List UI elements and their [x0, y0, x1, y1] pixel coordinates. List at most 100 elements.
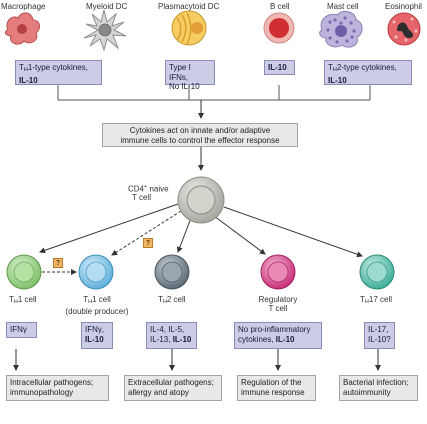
th2-cell-label: TH2 cell: [158, 295, 186, 307]
th1-t: T: [9, 295, 14, 304]
eosinophil-cell-icon: [387, 12, 421, 46]
top-bus-lines: [57, 85, 371, 101]
th1-dp-sub: H: [88, 299, 93, 305]
question-box-th1-to-dp: ?: [53, 258, 63, 268]
treg-cytokine-line1: No pro-inflammatory: [238, 325, 311, 334]
arrow-naive-to-treg: [213, 215, 266, 255]
eosinophil-label: Eosinophil: [385, 2, 422, 11]
th2-outcome-line1: Extracellular pathogens;: [128, 378, 214, 387]
naive-cd4: CD4: [128, 184, 145, 194]
th2-type-cytokines-text: TH2-type cytokines,: [328, 63, 408, 76]
th1-type-il10: IL-10: [19, 75, 38, 85]
cytokines-act-box: Cytokines act on innate and/or adaptive …: [102, 123, 298, 147]
th17-outcome-box: Bacterial infection; autoimmunity: [339, 375, 418, 401]
arrow-naive-to-th1-dp: [111, 210, 182, 256]
th1-outcome-line2: immunopathology: [10, 387, 74, 397]
type-i-ifns-line2: No IL-10: [169, 82, 200, 91]
th1-cytokine-box: IFNγ: [6, 322, 37, 338]
th17-cytokine-box: IL-17, IL-10?: [364, 322, 395, 349]
th2-type-sub: H: [332, 67, 337, 73]
th1-sub: H: [13, 299, 18, 305]
th1-cytokine-text: IFNγ: [10, 325, 27, 334]
treg-outcome-line2: immune response: [241, 387, 305, 397]
naive-t-cell-label-line2: T cell: [132, 193, 151, 202]
myeloid-dc-cell-icon: [83, 9, 127, 52]
th1-outcome-line1: Intracellular pathogens;: [10, 378, 94, 387]
b-cell-il10-box: IL-10: [264, 60, 295, 75]
th1-dp-cytokine-box: IFNγ, IL-10: [81, 322, 113, 349]
th2-type-t: T: [328, 63, 333, 72]
treg-line1: Regulatory: [258, 295, 298, 304]
th2-outcome-box: Extracellular pathogens; allergy and ato…: [124, 375, 222, 401]
treg-cell-icon: [260, 254, 296, 290]
mast-cell-icon: [319, 10, 363, 48]
cytokines-act-line1: Cytokines act on innate and/or adaptive: [129, 126, 271, 135]
th2-sub: H: [162, 299, 167, 305]
plasmacytoid-dc-label: Plasmacytoid DC: [158, 2, 220, 11]
th1-dp-line2: (double producer): [65, 307, 129, 316]
naive-cd4-sup: +: [144, 184, 148, 190]
th2-type-cytokines-box: TH2-type cytokines, IL-10: [324, 60, 412, 85]
th1-type-cytokines-text: TH1-type cytokines,: [19, 63, 98, 76]
th2-cytokine-line2-pre: IL-13,: [150, 334, 173, 344]
macrophage-label: Macrophage: [1, 2, 46, 11]
cytokines-act-line2: immune cells to control the effector res…: [120, 135, 280, 145]
th2-type-il10: IL-10: [328, 75, 347, 85]
th1-type-post: 1-type cytokines,: [27, 63, 88, 72]
th2-cytokine-line2-il10: IL-10: [172, 334, 192, 344]
treg-line2: T cell: [268, 304, 288, 313]
b-cell-icon: [263, 12, 295, 44]
th2-cytokine-box: IL-4, IL-5, IL-13, IL-10: [146, 322, 197, 349]
th17-cell-icon: [359, 254, 395, 290]
th17-sub: H: [364, 299, 369, 305]
myeloid-dc-label: Myeloid DC: [86, 2, 128, 11]
naive-t-cell-label-line1: CD4+ naive: [128, 183, 169, 194]
treg-cytokine-box: No pro-inflammatory cytokines, IL-10: [234, 322, 322, 349]
outcome-arrows: [13, 349, 381, 371]
arrow-naive-to-th2: [176, 217, 192, 253]
macrophage-cell-icon: [4, 12, 41, 45]
th1-type-sub: H: [23, 67, 28, 73]
th17-outcome-line1: Bacterial infection;: [343, 378, 409, 387]
th1-post: 1 cell: [17, 295, 37, 304]
treg-outcome-box: Regulation of the immune response: [237, 375, 316, 401]
type-i-ifns-box: Type I IFNs, No IL-10: [165, 60, 215, 91]
treg-cytokine-line2-il10: IL-10: [275, 334, 295, 344]
b-cell-label: B cell: [270, 2, 290, 11]
th17-t: T: [360, 295, 365, 304]
mast-cell-label: Mast cell: [327, 2, 359, 11]
th1-dp-cell-label: TH1 cell (double producer): [62, 295, 132, 316]
plasmacytoid-dc-cell-icon: [171, 10, 207, 46]
naive-t-cell-icon: [177, 176, 225, 224]
th1-dp-cytokine-line2: IL-10: [85, 334, 104, 344]
th1-dp-line1: TH1 cell: [62, 295, 132, 307]
treg-cytokine-line2-pre: cytokines,: [238, 334, 276, 344]
th1-dp-t: T: [83, 295, 89, 304]
type-i-ifns-line1: Type I IFNs,: [169, 63, 191, 82]
th1-dp-post: 1 cell: [92, 295, 111, 304]
b-cell-il10-text: IL-10: [268, 63, 287, 72]
th1-type-t: T: [19, 63, 24, 72]
th1-dp-cell-icon: [78, 254, 114, 290]
th1-cell-label: TH1 cell: [9, 295, 37, 307]
th1-outcome-box: Intracellular pathogens; immunopathology: [6, 375, 109, 401]
th2-type-post: 2-type cytokines,: [336, 63, 397, 72]
th2-cytokine-line2: IL-13, IL-10: [150, 335, 193, 345]
th2-t: T: [158, 295, 163, 304]
arrow-naive-to-th17: [223, 206, 363, 258]
th17-cytokine-line1: IL-17,: [368, 325, 389, 334]
arrow-naive-to-th1: [39, 203, 179, 254]
th2-outcome-line2: allergy and atopy: [128, 387, 189, 397]
treg-cytokine-line2: cytokines, IL-10: [238, 335, 318, 345]
question-box-naive-to-dp: ?: [143, 238, 153, 248]
th1-type-cytokines-box: TH1-type cytokines, IL-10: [15, 60, 102, 85]
treg-outcome-line1: Regulation of the: [241, 378, 302, 387]
th17-outcome-line2: autoimmunity: [343, 387, 391, 397]
th2-cell-icon: [154, 254, 190, 290]
treg-cell-label: Regulatory T cell: [250, 295, 306, 313]
top-cell-illustrations: [4, 9, 421, 52]
th1-dp-cytokine-line1: IFNγ,: [85, 325, 105, 334]
